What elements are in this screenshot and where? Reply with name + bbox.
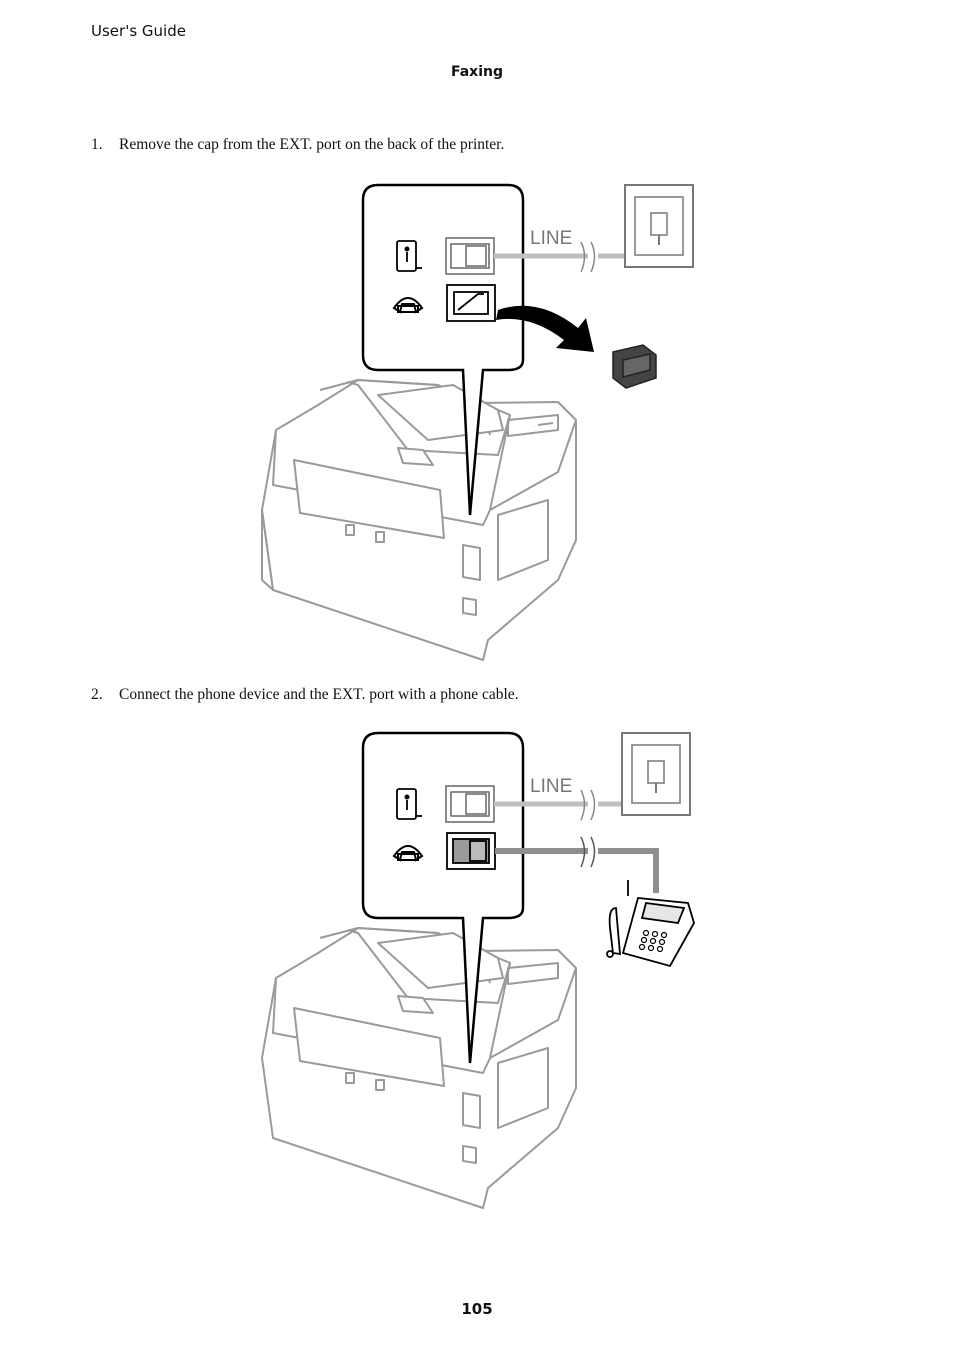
telephone-device xyxy=(606,880,695,968)
line-port-label: LINE xyxy=(530,228,572,249)
section-title: Faxing xyxy=(450,64,503,80)
ext-port-plugged xyxy=(446,832,496,870)
line-port-icon xyxy=(396,788,422,820)
wall-jack xyxy=(621,732,691,816)
step-text: Connect the phone device and the EXT. po… xyxy=(119,686,519,703)
step-2: 2. Connect the phone device and the EXT. … xyxy=(91,686,519,704)
removal-arrow xyxy=(496,305,594,352)
phone-cable xyxy=(495,848,659,893)
cable-break xyxy=(580,241,596,273)
step-text: Remove the cap from the EXT. port on the… xyxy=(119,136,505,153)
keypad xyxy=(638,929,668,953)
cable-break xyxy=(580,836,596,868)
printer-illustration xyxy=(261,927,577,1209)
line-port-label: LINE xyxy=(530,776,572,797)
figure-connect-phone: LINE xyxy=(261,731,695,1209)
figure-remove-cap: LINE xyxy=(261,183,694,661)
phone-icon xyxy=(392,845,424,862)
document-title: User's Guide xyxy=(91,22,186,40)
page-number: 105 xyxy=(461,1300,493,1318)
cable-break xyxy=(580,789,596,821)
port-cap xyxy=(612,344,657,389)
line-port-icon xyxy=(396,240,422,272)
wall-jack xyxy=(624,184,694,268)
ext-port-socket xyxy=(446,284,496,322)
printer-illustration xyxy=(261,379,577,661)
phone-icon xyxy=(392,297,424,314)
step-number: 2. xyxy=(91,686,103,703)
step-1: 1. Remove the cap from the EXT. port on t… xyxy=(91,136,504,154)
step-number: 1. xyxy=(91,136,103,153)
